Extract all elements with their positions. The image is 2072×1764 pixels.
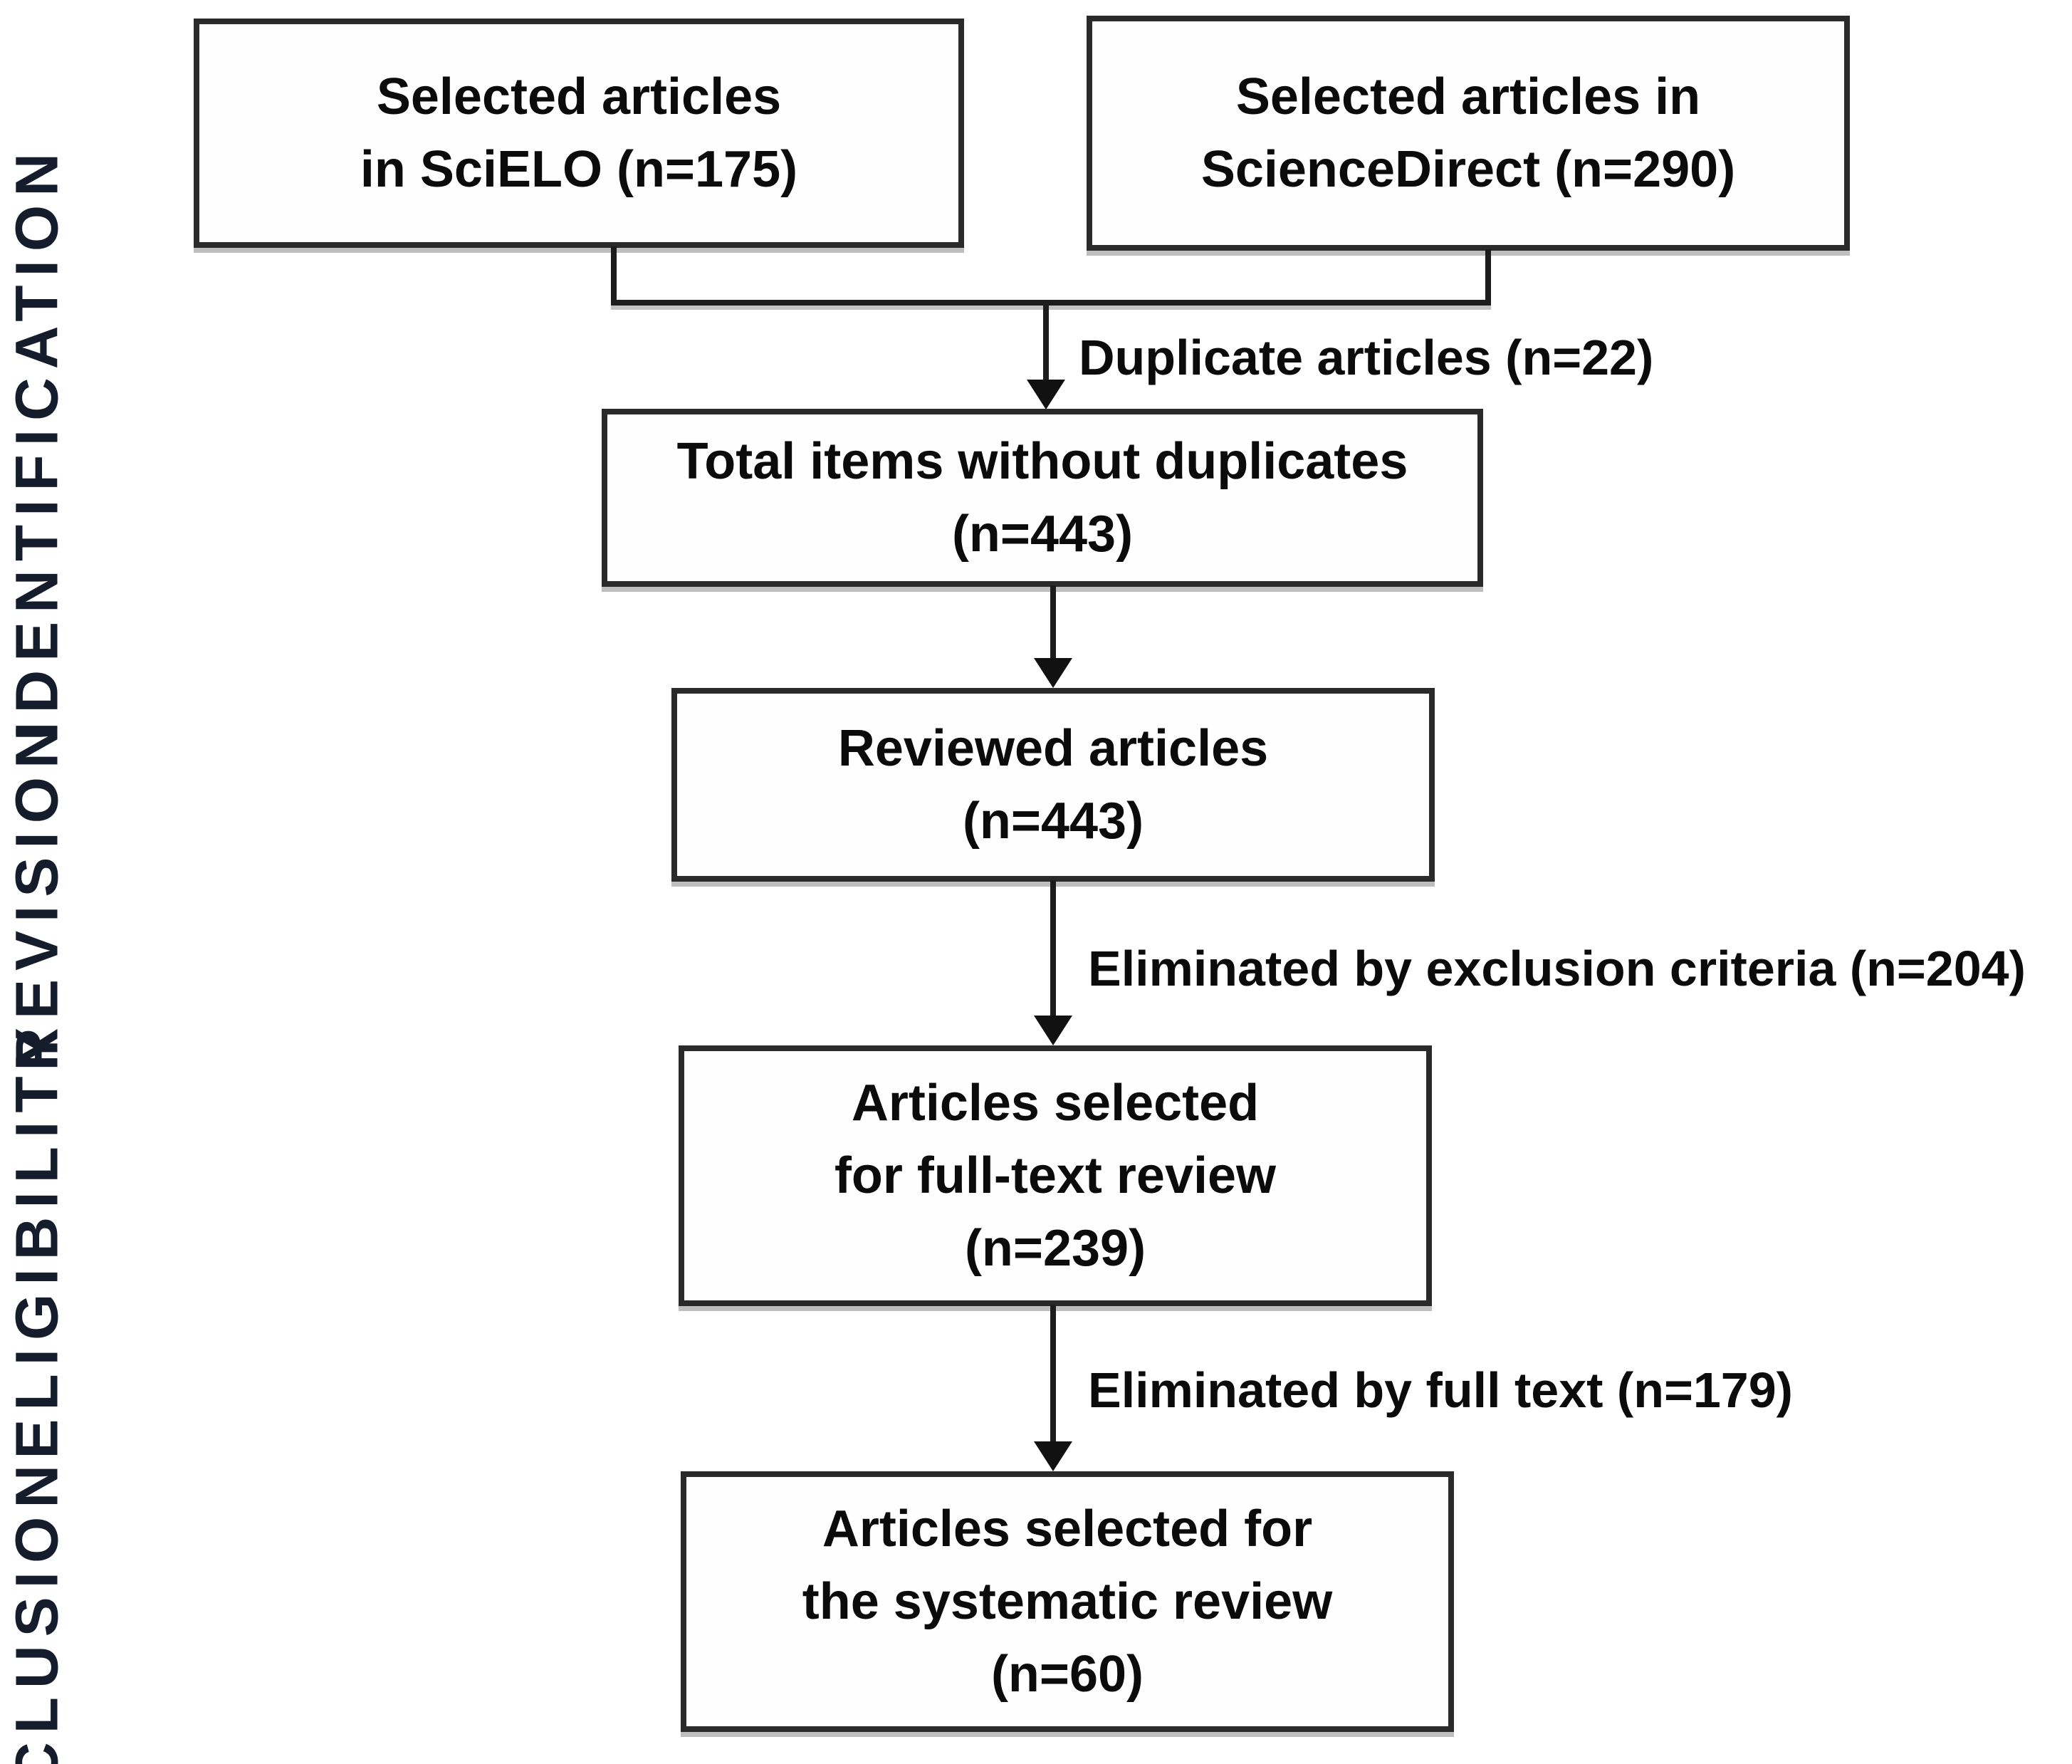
box-sciencedirect-line2: ScienceDirect (n=290): [1200, 141, 1736, 198]
box-fulltext-line2: for full-text review: [834, 1147, 1277, 1204]
stage-label-eligibility: ELIGIBILITY: [3, 1019, 70, 1459]
box-scielo: Selected articles in SciELO (n=175): [194, 19, 964, 248]
arrow-label-exclusion: Eliminated by exclusion criteria (n=204): [1088, 941, 2026, 996]
box-fulltext-review: Articles selected for full-text review (…: [679, 1045, 1432, 1306]
arrow-reviewed-to-fulltext-line: [1050, 880, 1056, 1018]
box-total-line2: (n=443): [951, 506, 1134, 563]
box-included-line2: the systematic review: [802, 1572, 1333, 1630]
box-total-line1: Total items without duplicates: [676, 432, 1408, 490]
box-reviewed-line1: Reviewed articles: [837, 719, 1269, 777]
box-fulltext-line3: (n=239): [964, 1220, 1146, 1278]
box-included-line1: Articles selected for: [822, 1500, 1313, 1557]
stage-label-revision: REVISION: [3, 716, 70, 1071]
arrow-reviewed-to-fulltext-head-icon: [1034, 1016, 1072, 1045]
box-total-without-duplicates: Total items without duplicates (n=443): [602, 409, 1483, 587]
stage-label-inclusion: INCLUSION: [3, 1456, 70, 1764]
merge-arrow-line: [1043, 306, 1049, 382]
box-scielo-line1: Selected articles: [376, 68, 782, 125]
arrow-total-to-reviewed-head-icon: [1034, 658, 1072, 688]
box-sciencedirect: Selected articles in ScienceDirect (n=29…: [1087, 16, 1850, 251]
box-sciencedirect-line1: Selected articles in: [1235, 68, 1701, 125]
connector-merge-horizontal: [611, 300, 1491, 306]
arrow-fulltext-to-included-head-icon: [1034, 1441, 1072, 1471]
box-included-line3: (n=60): [990, 1646, 1144, 1703]
arrow-fulltext-to-included-line: [1050, 1305, 1056, 1444]
connector-right-stub: [1485, 249, 1491, 305]
arrow-total-to-reviewed-line: [1050, 585, 1056, 659]
stage-label-identification: IDENTIFICATION: [3, 145, 70, 739]
arrow-label-fulltext-elimination: Eliminated by full text (n=179): [1088, 1362, 1793, 1418]
box-fulltext-line1: Articles selected: [851, 1074, 1260, 1132]
merge-arrowhead-icon: [1027, 380, 1065, 409]
arrow-label-duplicates: Duplicate articles (n=22): [1079, 330, 1654, 385]
box-reviewed-line2: (n=443): [962, 793, 1144, 850]
connector-left-stub: [611, 246, 617, 305]
box-systematic-review: Articles selected for the systematic rev…: [681, 1471, 1454, 1732]
box-reviewed: Reviewed articles (n=443): [671, 688, 1435, 882]
box-scielo-line2: in SciELO (n=175): [360, 141, 798, 198]
